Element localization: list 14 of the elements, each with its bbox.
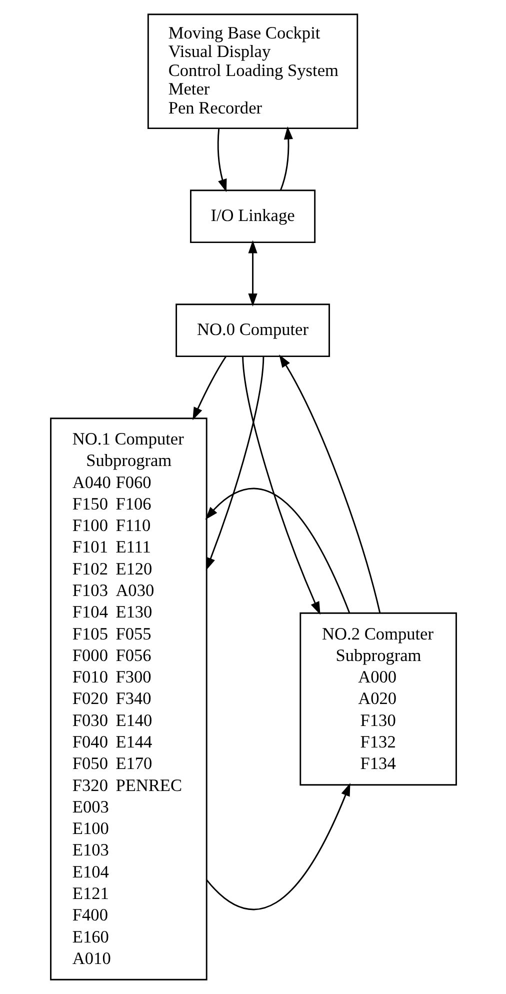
node-box: Moving Base Cockpit Visual Display Control Loading System Meter Pen Recorder <box>146 14 358 130</box>
arrow <box>278 354 380 613</box>
arrow <box>248 240 257 306</box>
arrow <box>206 782 350 910</box>
node-box: NO.1 Computer Subprogram A040 F060 F150 F106 F100 F110 F101 E111 F102 E120 F103 A030 F104 E130 F105 F055 F000 F056 F010 F300 F020 F340 F030 E140 F040 E144 F050 E170 F320 PENREC E003 E100 E103 E104 E121 F400 E160 A010 <box>50 418 207 980</box>
node-box: I/O Linkage <box>190 190 316 244</box>
node-box: NO.2 Computer Subprogram A000 A020 F130 F132 F134 <box>299 612 456 786</box>
arrow <box>280 126 292 190</box>
arrow <box>216 128 226 192</box>
node-box: NO.0 Computer <box>175 304 330 358</box>
arrow <box>242 356 320 615</box>
arrow <box>204 488 350 614</box>
arrow <box>205 356 264 571</box>
arrow <box>192 356 226 420</box>
